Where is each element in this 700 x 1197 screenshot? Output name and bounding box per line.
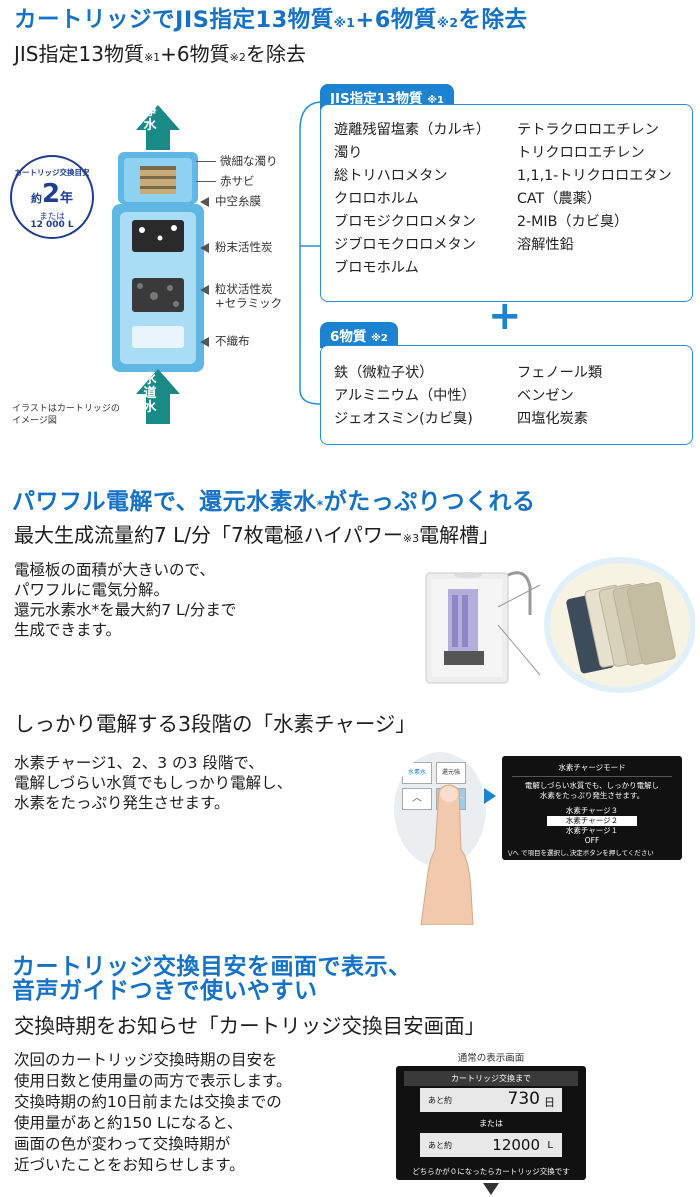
section4-title: カートリッジ交換目安を画面で表示、 音声ガイドつきで使いやすい [12, 954, 412, 1004]
layer-label-granular-carbon: 粒状活性炭+セラミック [200, 282, 282, 310]
list-item: 四塩化炭素 [517, 411, 588, 427]
tap-water-label: 水道水 [143, 372, 157, 415]
list-item: 1,1,1-トリクロロエタン [517, 168, 672, 184]
days-remaining-row: あと約 730 日 [420, 1088, 562, 1112]
list-item: トリクロロエチレン [517, 145, 645, 161]
section2-body: 電極板の面積が大きいので、 パワフルに電気分解。 還元水素水*を最大約7 L/分… [14, 561, 237, 639]
screen-caption: 通常の表示画面 [457, 1053, 525, 1064]
list-item: ブロモジクロロメタン [334, 214, 476, 230]
list-item: 総トリハロメタン [334, 168, 448, 184]
layer-label-rust: 赤サビ [196, 174, 255, 188]
section4-body: 次回のカートリッジ交換時期の目安を 使用日数と使用量の両方で表示します。 交換時… [14, 1051, 292, 1174]
section2-title: パワフル電解で、還元水素水*がたっぷりつくれる [12, 489, 536, 515]
list-item: ブロモホルム [334, 260, 419, 276]
option-charge-1[interactable]: 水素チャージ１ [565, 826, 619, 835]
option-charge-2-selected[interactable]: 水素チャージ２ [547, 816, 637, 826]
plus-icon: + [488, 293, 522, 339]
triangle-down-icon [483, 1183, 499, 1195]
screen-message: 電解しづらい水質でも、しっかり電解し 水素をたっぷり発生させます。 [524, 781, 660, 800]
screen-footer: どちらかが０になったらカートリッジ交換です [412, 1167, 570, 1176]
connector-lines [299, 101, 321, 405]
days-value: 730 [507, 1089, 540, 1109]
cartridge-illustration [112, 105, 204, 424]
jis-list-right: テトラクロロエチレン トリクロロエチレン 1,1,1-トリクロロエタン CAT（… [517, 119, 672, 257]
liters-value: 12000 [492, 1136, 540, 1154]
list-item: 溶解性鉛 [517, 237, 574, 253]
layer-label-fine-turbidity: 微細な濁り [196, 154, 278, 168]
illustration-note: イラストはカートリッジのイメージ図 [12, 404, 120, 426]
arrow-right-icon [484, 788, 496, 804]
six-tab: 6物質 ※2 [320, 322, 398, 348]
option-off[interactable]: OFF [584, 836, 600, 845]
hydrogen-water-button[interactable]: 水素水 [402, 762, 432, 784]
list-item: 濁り [334, 145, 363, 161]
finger-icon [420, 784, 474, 925]
section1-title: カートリッジでJIS指定13物質※1+6物質※2を除去 [14, 7, 528, 33]
jis-list-left: 遊離残留塩素（カルキ） 濁り 総トリハロメタン クロロホルム ブロモジクロロメタ… [334, 119, 490, 280]
screen-title: 水素チャージモード [512, 756, 672, 777]
six-list-right: フェノール類 ベンゼン 四塩化炭素 [517, 362, 602, 431]
chevron-up-icon[interactable]: ︿ [402, 788, 432, 810]
cartridge-timer-screen: カートリッジ交換まで あと約 730 日 または あと約 12000 L どちら… [396, 1066, 586, 1180]
section2-subtitle: 最大生成流量約7 L/分「7枚電極ハイパワー※3電解槽」 [14, 523, 500, 547]
hydrogen-charge-screen: 水素チャージモード 電解しづらい水質でも、しっかり電解し 水素をたっぷり発生させ… [502, 756, 682, 860]
option-charge-3[interactable]: 水素チャージ３ [565, 806, 619, 815]
section4-subtitle: 交換時期をお知らせ「カートリッジ交換目安画面」 [14, 1014, 486, 1038]
list-item: テトラクロロエチレン [517, 122, 659, 138]
section3-body: 水素チャージ1、2、3 の3 段階で、 電解しづらい水質でもしっかり電解し、 水… [14, 754, 293, 812]
charge-options: 水素チャージ３ 水素チャージ２ 水素チャージ１ OFF [502, 806, 682, 846]
list-item: CAT（農薬） [517, 191, 601, 207]
six-list-left: 鉄（微粒子状） アルミニウム（中性） ジェオスミン(カビ臭) [334, 362, 476, 431]
jis-substances-box: 遊離残留塩素（カルキ） 濁り 総トリハロメタン クロロホルム ブロモジクロロメタ… [320, 104, 693, 302]
list-item: ジブロモクロロメタン [334, 237, 476, 253]
list-item: ジェオスミン(カビ臭) [334, 411, 473, 427]
layer-label-powder-carbon: 粉末活性炭 [200, 240, 273, 254]
section1-subtitle: JIS指定13物質※1+6物質※2を除去 [14, 42, 306, 66]
liters-remaining-row: あと約 12000 L [420, 1133, 562, 1157]
list-item: ベンゼン [517, 388, 574, 404]
electrolysis-cell-illustration [425, 557, 695, 693]
screen-footer: \/へ で項目を選択し､決定ボタンを押してください [508, 849, 654, 857]
list-item: クロロホルム [334, 191, 419, 207]
layer-label-hollow-fiber: 中空糸膜 [200, 194, 261, 208]
section3-subtitle: しっかり電解する3段階の「水素チャージ」 [14, 712, 416, 736]
layer-label-nonwoven: 不織布 [200, 334, 250, 348]
purified-water-label: 浄水 [143, 104, 157, 133]
screen-head: カートリッジ交換まで [404, 1071, 578, 1086]
list-item: アルミニウム（中性） [334, 388, 476, 404]
list-item: 鉄（微粒子状） [334, 365, 434, 381]
list-item: 遊離残留塩素（カルキ） [334, 122, 491, 138]
list-item: フェノール類 [517, 365, 603, 381]
strong-reduction-button[interactable]: 還元強 [436, 762, 466, 784]
six-substances-box: 鉄（微粒子状） アルミニウム（中性） ジェオスミン(カビ臭) フェノール類 ベン… [320, 345, 693, 445]
replacement-badge: カートリッジ交換目安 約2年 または 12 000 L [10, 155, 94, 239]
list-item: 2-MIB（カビ臭） [517, 214, 629, 230]
